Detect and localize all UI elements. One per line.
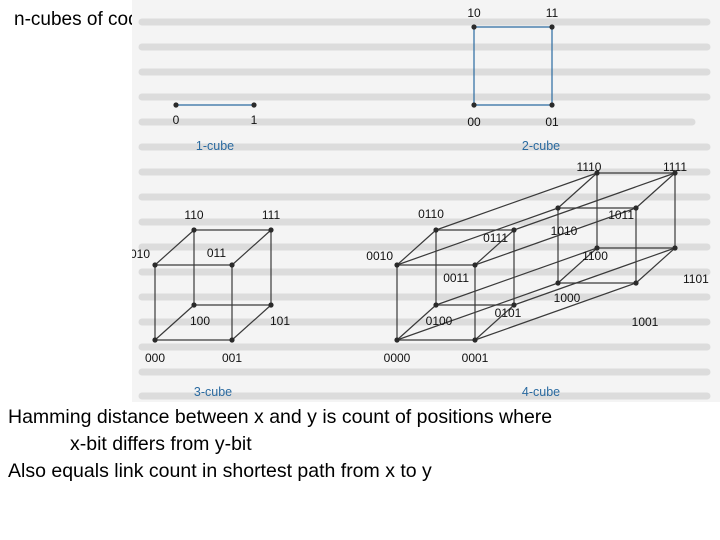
cube4-edge xyxy=(513,172,676,231)
cube4-vertex xyxy=(594,245,600,251)
cube4-vertex xyxy=(511,227,517,233)
cube1-vertex xyxy=(251,102,257,108)
cube2-vertex xyxy=(471,24,477,30)
cube4-vertex xyxy=(672,170,678,176)
cube4-edge xyxy=(635,172,676,209)
cube2-vertex-label: 11 xyxy=(546,6,559,20)
cube1-vertex-label: 0 xyxy=(173,113,180,127)
cube4-caption: 4-cube xyxy=(522,385,560,399)
cube3-vertex xyxy=(152,262,158,268)
cube3-caption: 3-cube xyxy=(194,385,232,399)
cube4-vertex-label: 1010 xyxy=(551,224,578,238)
cube4-vertex-label: 0010 xyxy=(366,249,393,263)
cube4-edge xyxy=(396,304,437,341)
cube3-vertex-label: 000 xyxy=(145,351,165,365)
cube3-vertex xyxy=(268,227,274,233)
cube4-vertex-label: 1000 xyxy=(554,291,581,305)
cube3-edge xyxy=(154,304,195,341)
cube4-edge xyxy=(396,207,559,266)
cube2-vertex-label: 00 xyxy=(467,115,481,129)
cube4-vertex xyxy=(555,280,561,286)
cube4-edge xyxy=(435,172,598,231)
cube3-vertex xyxy=(229,262,235,268)
cube4-edge xyxy=(396,282,559,341)
cube4-vertex xyxy=(433,227,439,233)
cube4-edge xyxy=(635,247,676,284)
cube3-vertex-label: 111 xyxy=(262,208,281,222)
body-line-3: Also equals link count in shortest path … xyxy=(8,460,432,482)
cube4-vertex-label: 0100 xyxy=(426,314,453,328)
cube4-edge xyxy=(474,207,637,266)
cube4-vertex-label: 1101 xyxy=(683,272,709,286)
cube4-vertex xyxy=(472,262,478,268)
cube1-vertex xyxy=(173,102,179,108)
cube2-vertex-label: 10 xyxy=(467,6,481,20)
cube4-vertex-label: 1001 xyxy=(632,315,659,329)
cube4-edge xyxy=(396,229,437,266)
cube4-vertex xyxy=(394,337,400,343)
cube3-vertex-label: 101 xyxy=(270,314,290,328)
cube4-vertex-label: 1011 xyxy=(608,208,634,222)
cube4-vertex xyxy=(472,337,478,343)
cube3-vertex xyxy=(229,337,235,343)
cube3-vertex xyxy=(152,337,158,343)
cube4-vertex xyxy=(511,302,517,308)
cube4-vertex xyxy=(594,170,600,176)
cube4-vertex-label: 0011 xyxy=(443,271,469,285)
cube4-vertex xyxy=(394,262,400,268)
cube3-vertex-label: 100 xyxy=(190,314,210,328)
cube4-vertex-label: 0110 xyxy=(418,207,444,221)
cube4-edge xyxy=(557,247,598,284)
cube4-edge xyxy=(474,282,637,341)
body-line-2: x-bit differs from y-bit xyxy=(70,433,252,455)
cube1-vertex-label: 1 xyxy=(251,113,258,127)
cube4-vertex-label: 0111 xyxy=(483,231,508,245)
cube3-edge xyxy=(154,229,195,266)
cube2-vertex xyxy=(549,24,555,30)
cube2-vertex xyxy=(471,102,477,108)
cube3-vertex-label: 011 xyxy=(207,246,226,260)
cube3-vertex xyxy=(191,302,197,308)
cube4-edge xyxy=(474,304,515,341)
cube3-group: 000 001 010 011 100 101 110 111 xyxy=(132,208,290,365)
cube4-edge xyxy=(513,247,676,306)
cube3-vertex xyxy=(191,227,197,233)
cube3-edge xyxy=(231,304,272,341)
cube4-vertex xyxy=(633,280,639,286)
cube4-vertex xyxy=(555,205,561,211)
cube1-caption: 1-cube xyxy=(196,139,234,153)
body-line-1: Hamming distance between x and y is coun… xyxy=(8,406,553,428)
cube2-vertex xyxy=(549,102,555,108)
cube4-vertex-label: 0001 xyxy=(462,351,489,365)
cube3-vertex-label: 110 xyxy=(184,208,203,222)
cube4-edge xyxy=(435,247,598,306)
slide-body: Hamming distance between x and y is coun… xyxy=(8,404,708,485)
cube4-vertex-label: 1111 xyxy=(663,160,687,174)
cube4-group: 0000 0001 0010 0011 0100 0101 0110 0111 1000 1001… xyxy=(366,160,709,365)
cube4-edge xyxy=(557,172,598,209)
cube3-vertex xyxy=(268,302,274,308)
cube2-group: 00 01 10 11 xyxy=(467,6,559,129)
cube4-edge xyxy=(474,229,515,266)
cube4-vertex-label: 0101 xyxy=(495,306,522,320)
cube3-vertex-label: 001 xyxy=(222,351,242,365)
cube4-vertex xyxy=(672,245,678,251)
cube4-vertex-label: 1100 xyxy=(582,249,608,263)
cube2-caption: 2-cube xyxy=(522,139,560,153)
cube3-vertex-label: 010 xyxy=(132,247,150,261)
cube3-edge xyxy=(231,229,272,266)
cube4-vertex-label: 0000 xyxy=(384,351,411,365)
cube4-vertex xyxy=(633,205,639,211)
cube4-vertex xyxy=(433,302,439,308)
faded-textbook-background xyxy=(138,18,711,400)
cube2-vertex-label: 01 xyxy=(545,115,559,129)
cube4-vertex-label: 1110 xyxy=(577,160,602,174)
